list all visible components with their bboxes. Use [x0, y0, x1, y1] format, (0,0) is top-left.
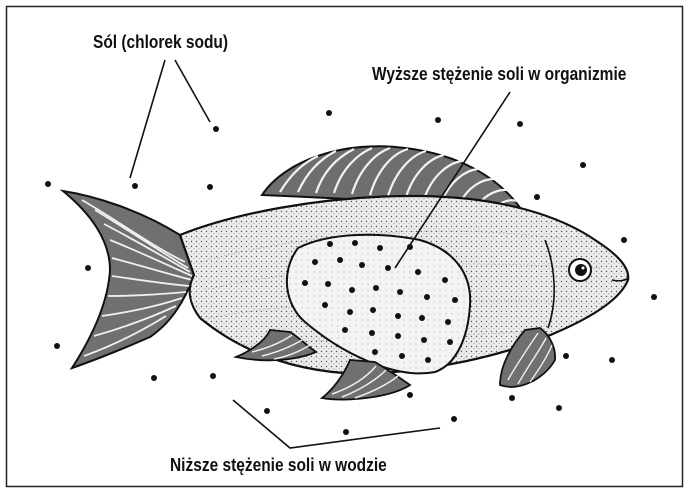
- low-concentration-label: Niższe stężenie soli w wodzie: [170, 455, 387, 476]
- salt-label: Sól (chlorek sodu): [93, 32, 228, 53]
- fish-eye-icon: [569, 259, 591, 281]
- high-concentration-label: Wyższe stężenie soli w organizmie: [372, 64, 626, 85]
